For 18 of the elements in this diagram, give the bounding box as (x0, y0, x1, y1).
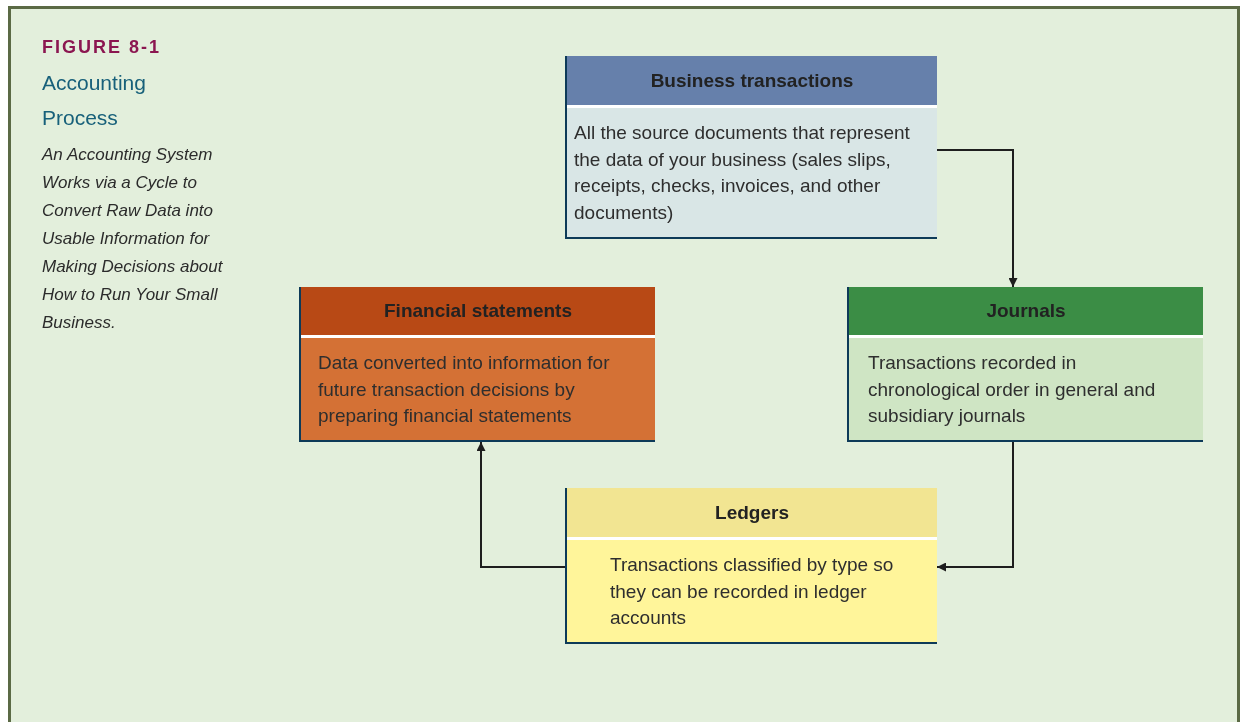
process-box (565, 56, 937, 239)
figure-caption: An Accounting System Works via a Cycle to Convert Raw Data into Usable Information for Making Decisions about How to Run Your Small Business. (42, 144, 224, 334)
box-description: Transactions recorded in chronological order in general and subsidiary journals (867, 351, 1157, 428)
box-description: Transactions classified by type so they can be recorded in ledger accounts (609, 553, 895, 630)
figure-number: FIGURE 8-1 (42, 37, 162, 58)
box-description: Data converted into information for future transaction decisions by preparing financial statements (317, 351, 611, 428)
arrow (936, 441, 1014, 572)
arrow (476, 441, 566, 568)
box-description: All the source documents that represent the data of your business (sales slips, receipts, checks, invoices, and other documents) (573, 121, 911, 225)
box-heading: Journals (849, 287, 1203, 338)
process-box (299, 287, 655, 442)
box-heading: Ledgers (567, 488, 937, 540)
arrow (936, 149, 1018, 288)
process-box (565, 488, 937, 644)
box-heading: Business transactions (567, 56, 937, 108)
process-box (847, 287, 1203, 442)
box-heading: Financial statements (301, 287, 655, 338)
figure-title: Accounting Process (42, 70, 147, 131)
